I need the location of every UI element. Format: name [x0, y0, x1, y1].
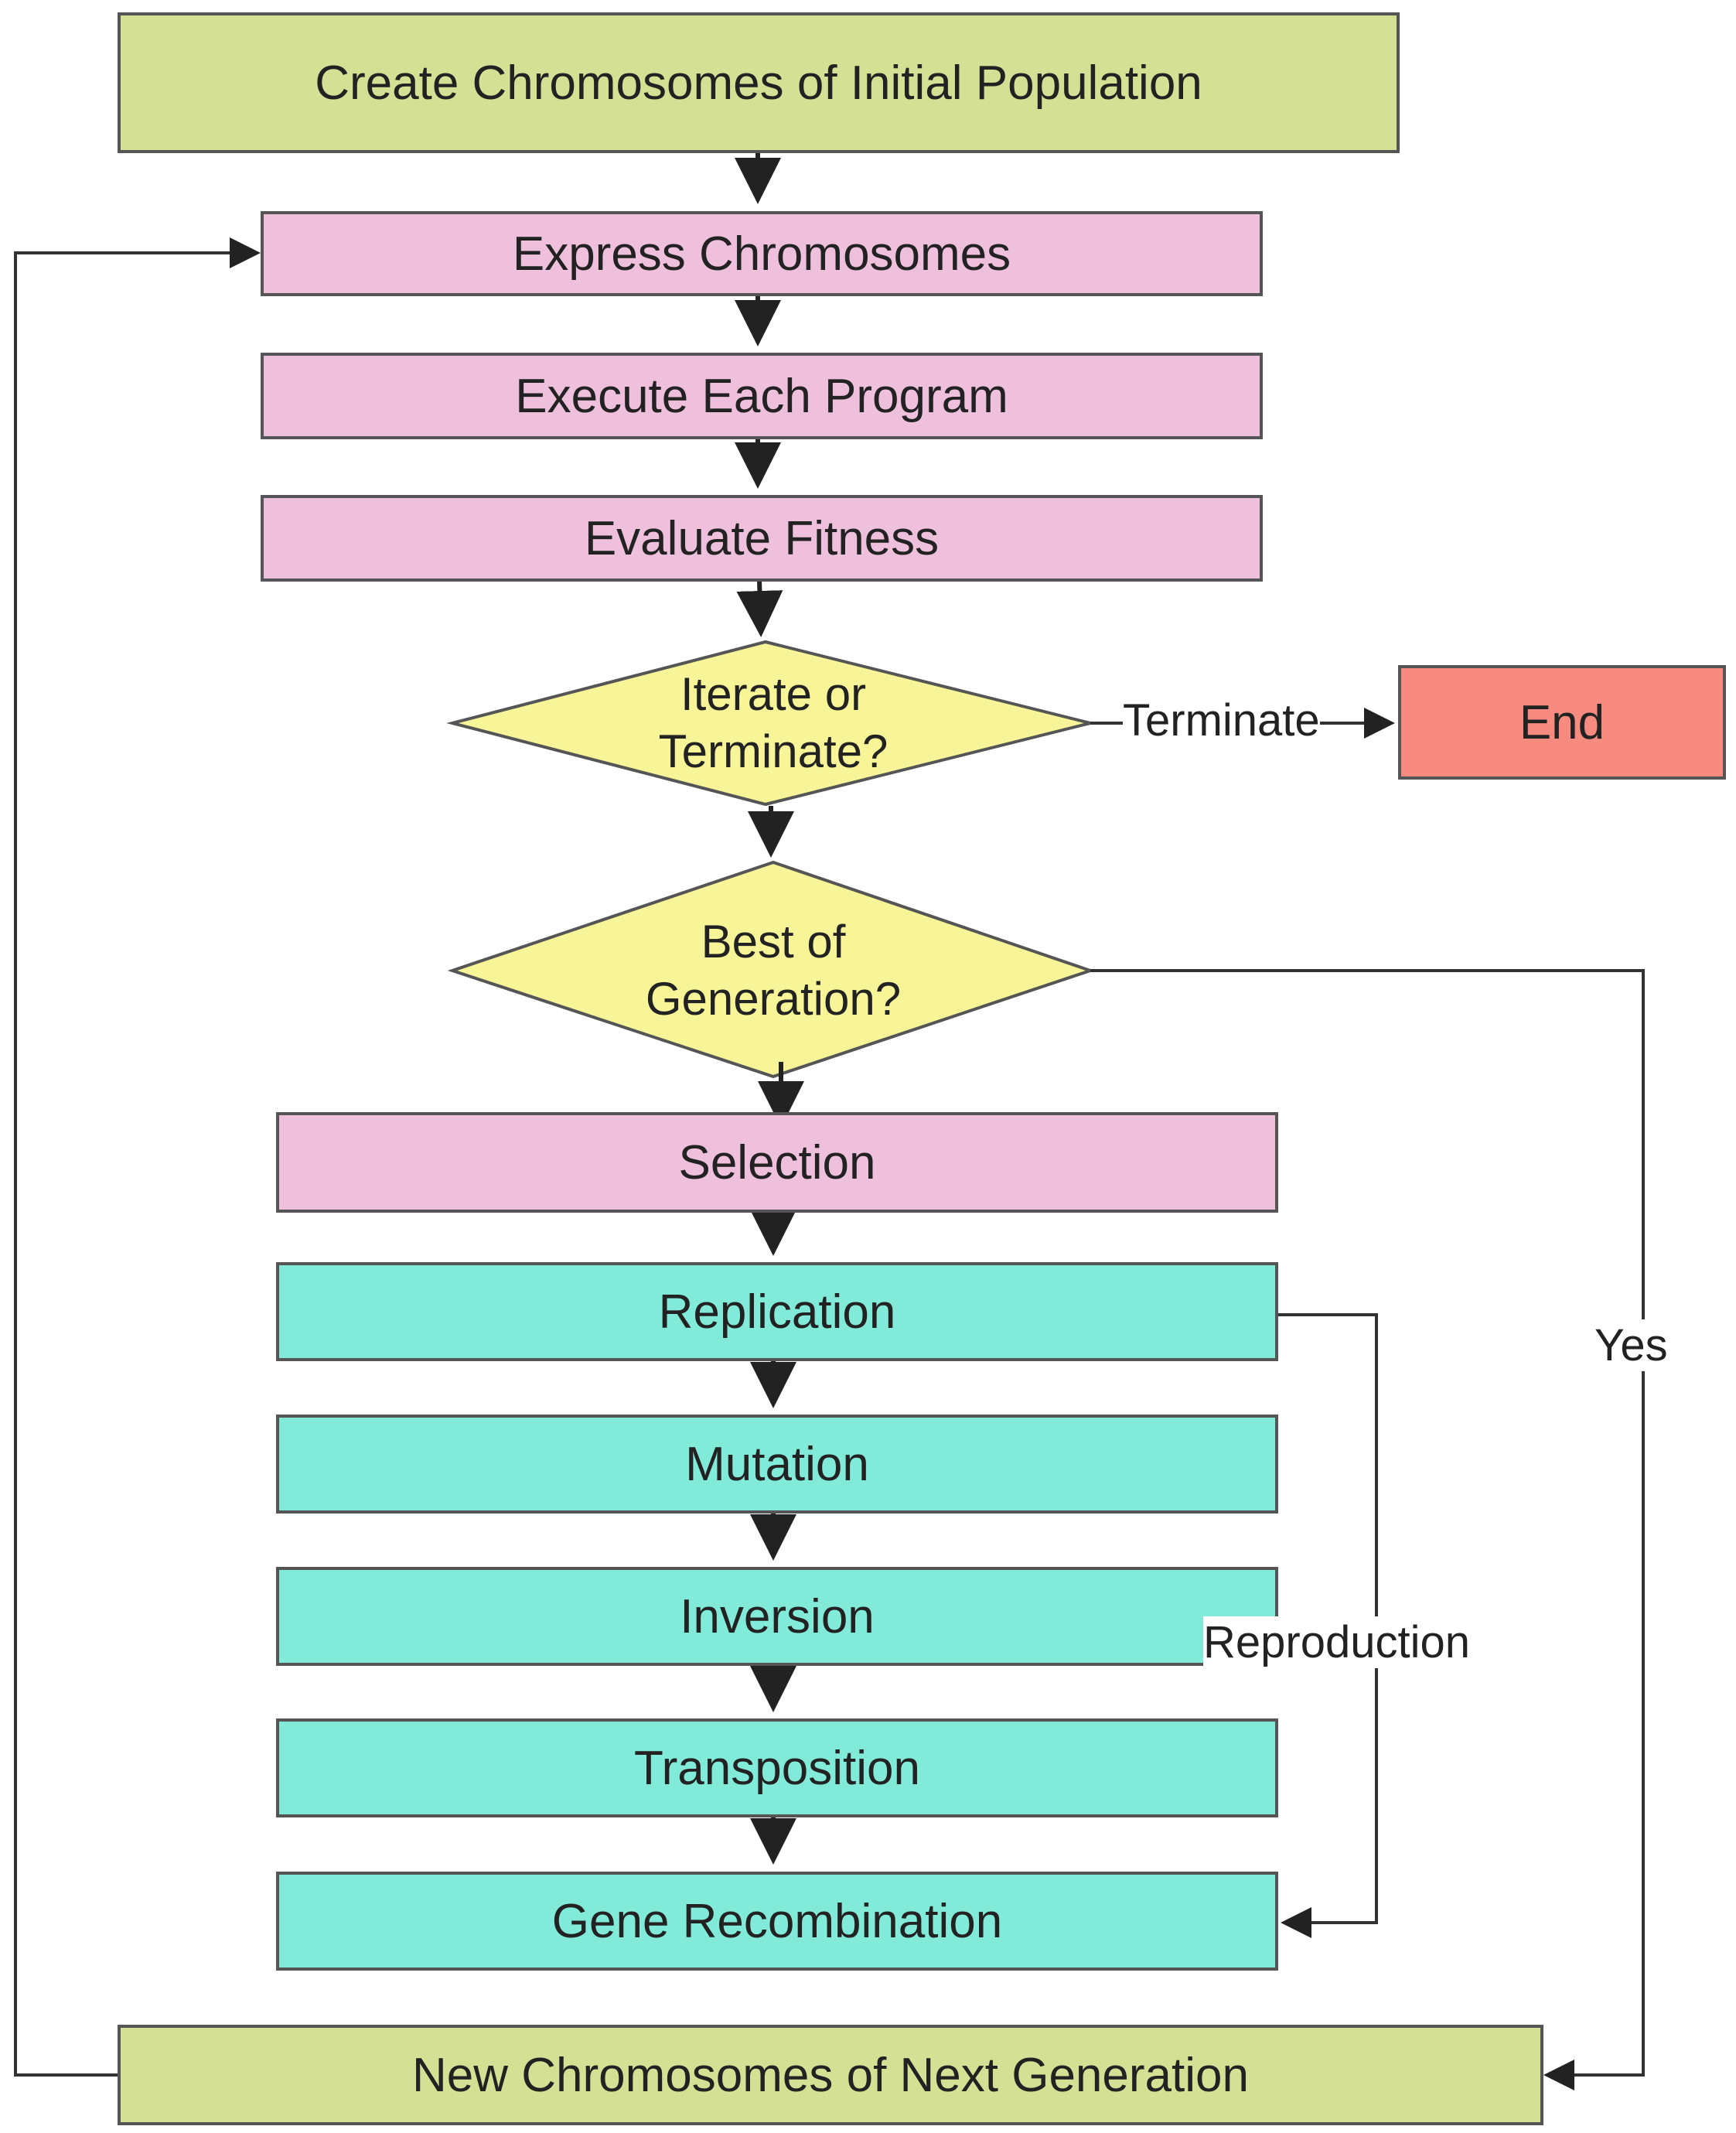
- mutation-label: Mutation: [685, 1437, 869, 1491]
- terminate-edge-label: Terminate: [1123, 695, 1320, 746]
- gene-recombination-label: Gene Recombination: [551, 1894, 1003, 1948]
- end-box: End: [1398, 665, 1726, 780]
- execute-each-program-box: Execute Each Program: [261, 353, 1263, 439]
- arrow-yes-branch: [1090, 969, 1645, 2090]
- decision-iterate-line2: Terminate?: [658, 725, 888, 777]
- inversion-label: Inversion: [680, 1589, 875, 1643]
- replication-box: Replication: [276, 1262, 1278, 1361]
- end-label: End: [1519, 695, 1605, 749]
- decision-best-text: Best of Generation?: [588, 913, 959, 1029]
- arrow-loop-back: [14, 237, 261, 2077]
- new-chromosomes-box: New Chromosomes of Next Generation: [118, 2025, 1543, 2125]
- create-initial-population-box: Create Chromosomes of Initial Population: [118, 12, 1400, 153]
- arrow-evaluate-iterate: [736, 579, 783, 637]
- yes-edge-label: Yes: [1594, 1319, 1668, 1371]
- gene-recombination-box: Gene Recombination: [276, 1872, 1278, 1971]
- decision-best-line1: Best of: [701, 916, 846, 968]
- transposition-box: Transposition: [276, 1718, 1278, 1817]
- selection-box: Selection: [276, 1112, 1278, 1213]
- decision-iterate-diamond: [446, 640, 1091, 807]
- create-initial-population-label: Create Chromosomes of Initial Population: [315, 56, 1202, 110]
- new-chromosomes-label: New Chromosomes of Next Generation: [411, 2048, 1249, 2102]
- replication-label: Replication: [658, 1285, 896, 1339]
- transposition-label: Transposition: [634, 1741, 920, 1795]
- reproduction-edge-label: Reproduction: [1203, 1616, 1470, 1668]
- decision-iterate-text: Iterate or Terminate?: [588, 665, 959, 781]
- mutation-box: Mutation: [276, 1415, 1278, 1514]
- decision-best-diamond: [447, 860, 1096, 1079]
- express-chromosomes-box: Express Chromosomes: [261, 211, 1263, 296]
- inversion-box: Inversion: [276, 1567, 1278, 1666]
- evaluate-fitness-label: Evaluate Fitness: [584, 511, 940, 565]
- express-chromosomes-label: Express Chromosomes: [512, 227, 1011, 281]
- selection-label: Selection: [678, 1135, 876, 1189]
- decision-best-line2: Generation?: [645, 973, 902, 1025]
- evaluate-fitness-box: Evaluate Fitness: [261, 495, 1263, 582]
- execute-each-program-label: Execute Each Program: [515, 369, 1008, 423]
- decision-iterate-line1: Iterate or: [680, 668, 867, 720]
